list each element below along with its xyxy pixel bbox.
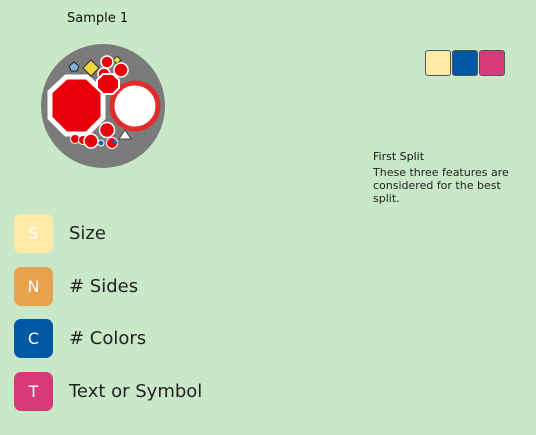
large-ring-circle xyxy=(109,80,161,132)
split-title: First Split xyxy=(373,150,425,163)
legend-label-text-symbol: Text or Symbol xyxy=(69,380,203,402)
large-red-octagon xyxy=(47,74,106,137)
split-description: These three features are considered for … xyxy=(373,166,509,205)
legend-label-colors: # Colors xyxy=(69,328,147,349)
swatch-size xyxy=(425,50,451,76)
legend-badge-text-symbol: T xyxy=(14,371,53,411)
swatch-sides xyxy=(452,50,478,76)
red-circle-bottom-3 xyxy=(83,133,99,149)
legend-badge-size: S xyxy=(14,214,53,253)
white-triangle xyxy=(118,129,132,140)
legend-item-size: S Size xyxy=(14,214,202,253)
swatch-colors xyxy=(479,50,505,76)
small-blue-triangle xyxy=(112,139,118,143)
legend-badge-sides: N xyxy=(14,266,53,306)
red-circle-top-3 xyxy=(113,62,129,78)
feature-legend: S Size N # Sides C # Colors T Text or Sy… xyxy=(14,214,202,424)
legend-item-colors: C # Colors xyxy=(14,319,202,358)
yellow-diamond xyxy=(82,59,100,77)
sample-title: Sample 1 xyxy=(67,11,129,26)
legend-item-text-symbol: T Text or Symbol xyxy=(14,371,203,411)
small-blue-circle xyxy=(97,139,105,147)
legend-label-sides: # Sides xyxy=(69,275,139,297)
legend-badge-colors: C xyxy=(14,319,53,358)
red-circle-top-1 xyxy=(100,55,114,69)
legend-label-size: Size xyxy=(69,223,106,244)
red-octagon-top xyxy=(96,73,120,95)
legend-item-sides: N # Sides xyxy=(14,266,202,306)
feature-swatches xyxy=(425,50,505,76)
small-pentagon xyxy=(68,61,80,72)
red-circle-bottom-4 xyxy=(98,121,116,139)
